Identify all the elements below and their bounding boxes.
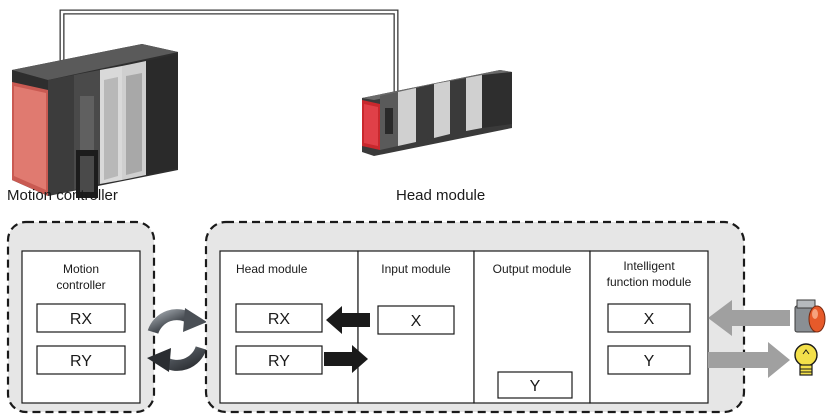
input-module-x-box [377,305,455,335]
head-module-ry-box [235,345,323,375]
input-module-title: Input module [381,262,451,276]
output-module-y-label: Y [530,378,541,395]
push-button-switch-icon [794,299,826,333]
output-module-title: Output module [493,262,572,276]
motion-controller-caption: Motion controller [7,187,118,204]
head-module-rx-box [235,303,323,333]
ry-to-output-arrow [324,345,368,373]
switch-input-arrow [708,300,790,336]
lamp-output-arrow [708,342,790,378]
head-module-rx-label: RX [268,311,291,328]
intelligent-module-y-box [607,345,691,375]
motion-controller-ry-label: RY [70,353,92,370]
head-module-caption: Head module [396,187,485,204]
intelligent-module-title-line2: function module [607,275,692,289]
motion-controller-title-line2: controller [56,278,105,292]
motion-controller-device [12,44,178,198]
head-module-ry-label: RY [268,353,290,370]
intelligent-module-x-label: X [644,311,655,328]
input-module-x-label: X [411,313,422,330]
head-module-title: Head module [236,262,308,276]
cyclic-transmission-icon [147,308,207,372]
motion-controller-ry-box [36,345,126,375]
motion-controller-title-line1: Motion [63,262,99,276]
output-module-y-box [497,371,573,399]
input-to-rx-arrow [326,306,370,334]
motion-controller-rx-label: RX [70,311,93,328]
intelligent-module-x-box [607,303,691,333]
lamp-icon [794,343,818,376]
head-module-device [362,70,512,156]
intelligent-module-title-line1: Intelligent [623,259,675,273]
motion-controller-rx-box [36,303,126,333]
intelligent-module-y-label: Y [644,353,655,370]
